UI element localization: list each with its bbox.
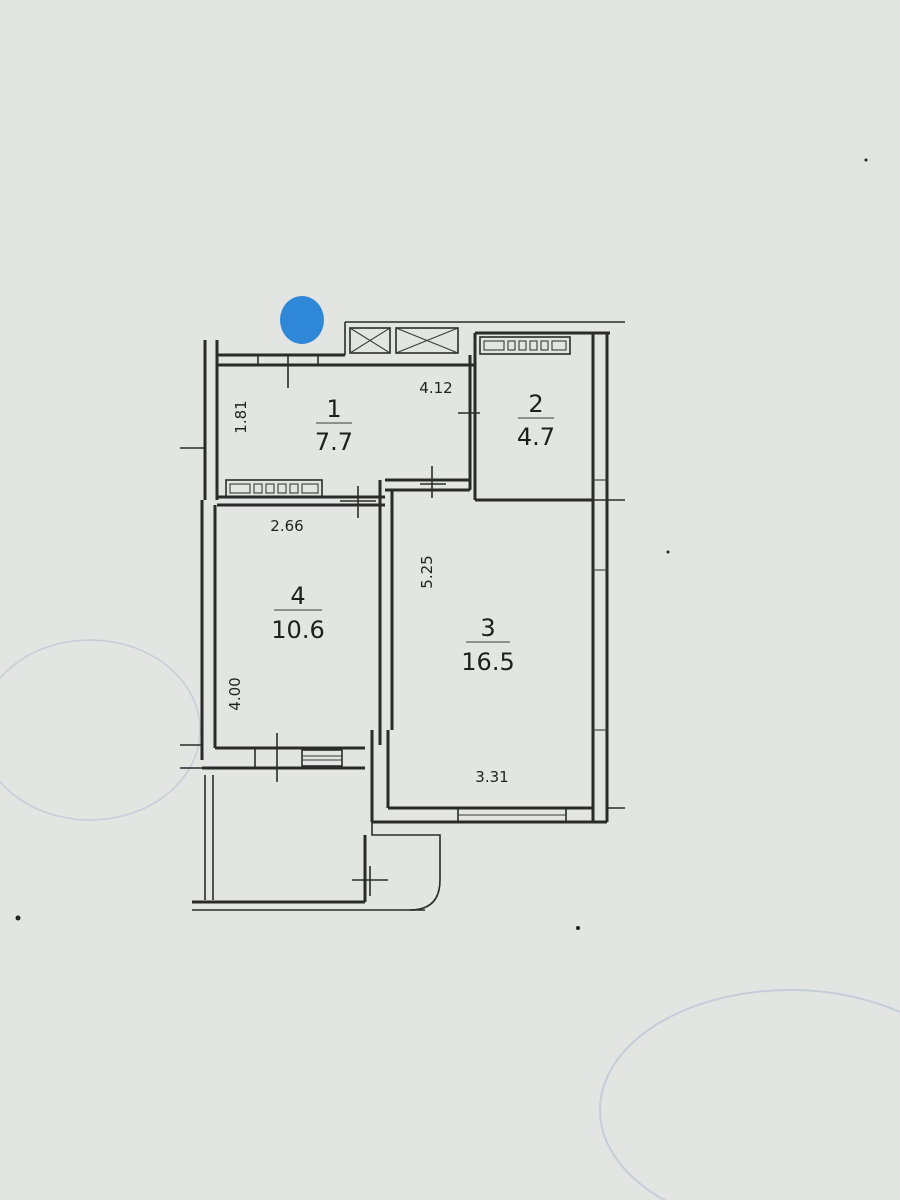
paper-speck (15, 915, 21, 921)
dimension-label: 5.25 (418, 555, 436, 588)
dimension-label: 4.12 (419, 379, 452, 397)
paper-speck (666, 550, 670, 554)
dimension-label: 4.00 (226, 677, 244, 710)
dimension-label: 3.31 (475, 768, 508, 786)
dimension-label: 1.81 (232, 400, 250, 433)
paper-speck (864, 158, 868, 162)
window-right-room-2 (593, 479, 607, 731)
top-equipment-boxes (349, 327, 459, 354)
stamp-smudge (0, 639, 900, 1200)
paper-speck (576, 926, 580, 930)
dimension-label: 2.66 (270, 517, 303, 535)
window-room-3 (457, 807, 567, 823)
walls (180, 321, 625, 911)
marker-dot (280, 296, 324, 344)
radiator-corridor (225, 479, 323, 498)
door-marks (254, 355, 480, 896)
room-area: 4.7 (517, 423, 555, 451)
room-area: 7.7 (315, 428, 353, 456)
room-label-2: 2 4.7 (517, 390, 555, 451)
room-label-3: 3 16.5 (461, 614, 514, 676)
room-number: 2 (528, 390, 543, 418)
radiator-room-2 (479, 336, 571, 355)
room-area: 10.6 (271, 616, 324, 644)
room-area: 16.5 (461, 648, 514, 676)
room-number: 4 (290, 582, 305, 610)
window-room-4 (301, 749, 343, 767)
room-number: 1 (326, 395, 341, 423)
room-number: 3 (480, 614, 495, 642)
room-label-1: 1 7.7 (315, 395, 353, 456)
room-label-4: 4 10.6 (271, 582, 324, 644)
